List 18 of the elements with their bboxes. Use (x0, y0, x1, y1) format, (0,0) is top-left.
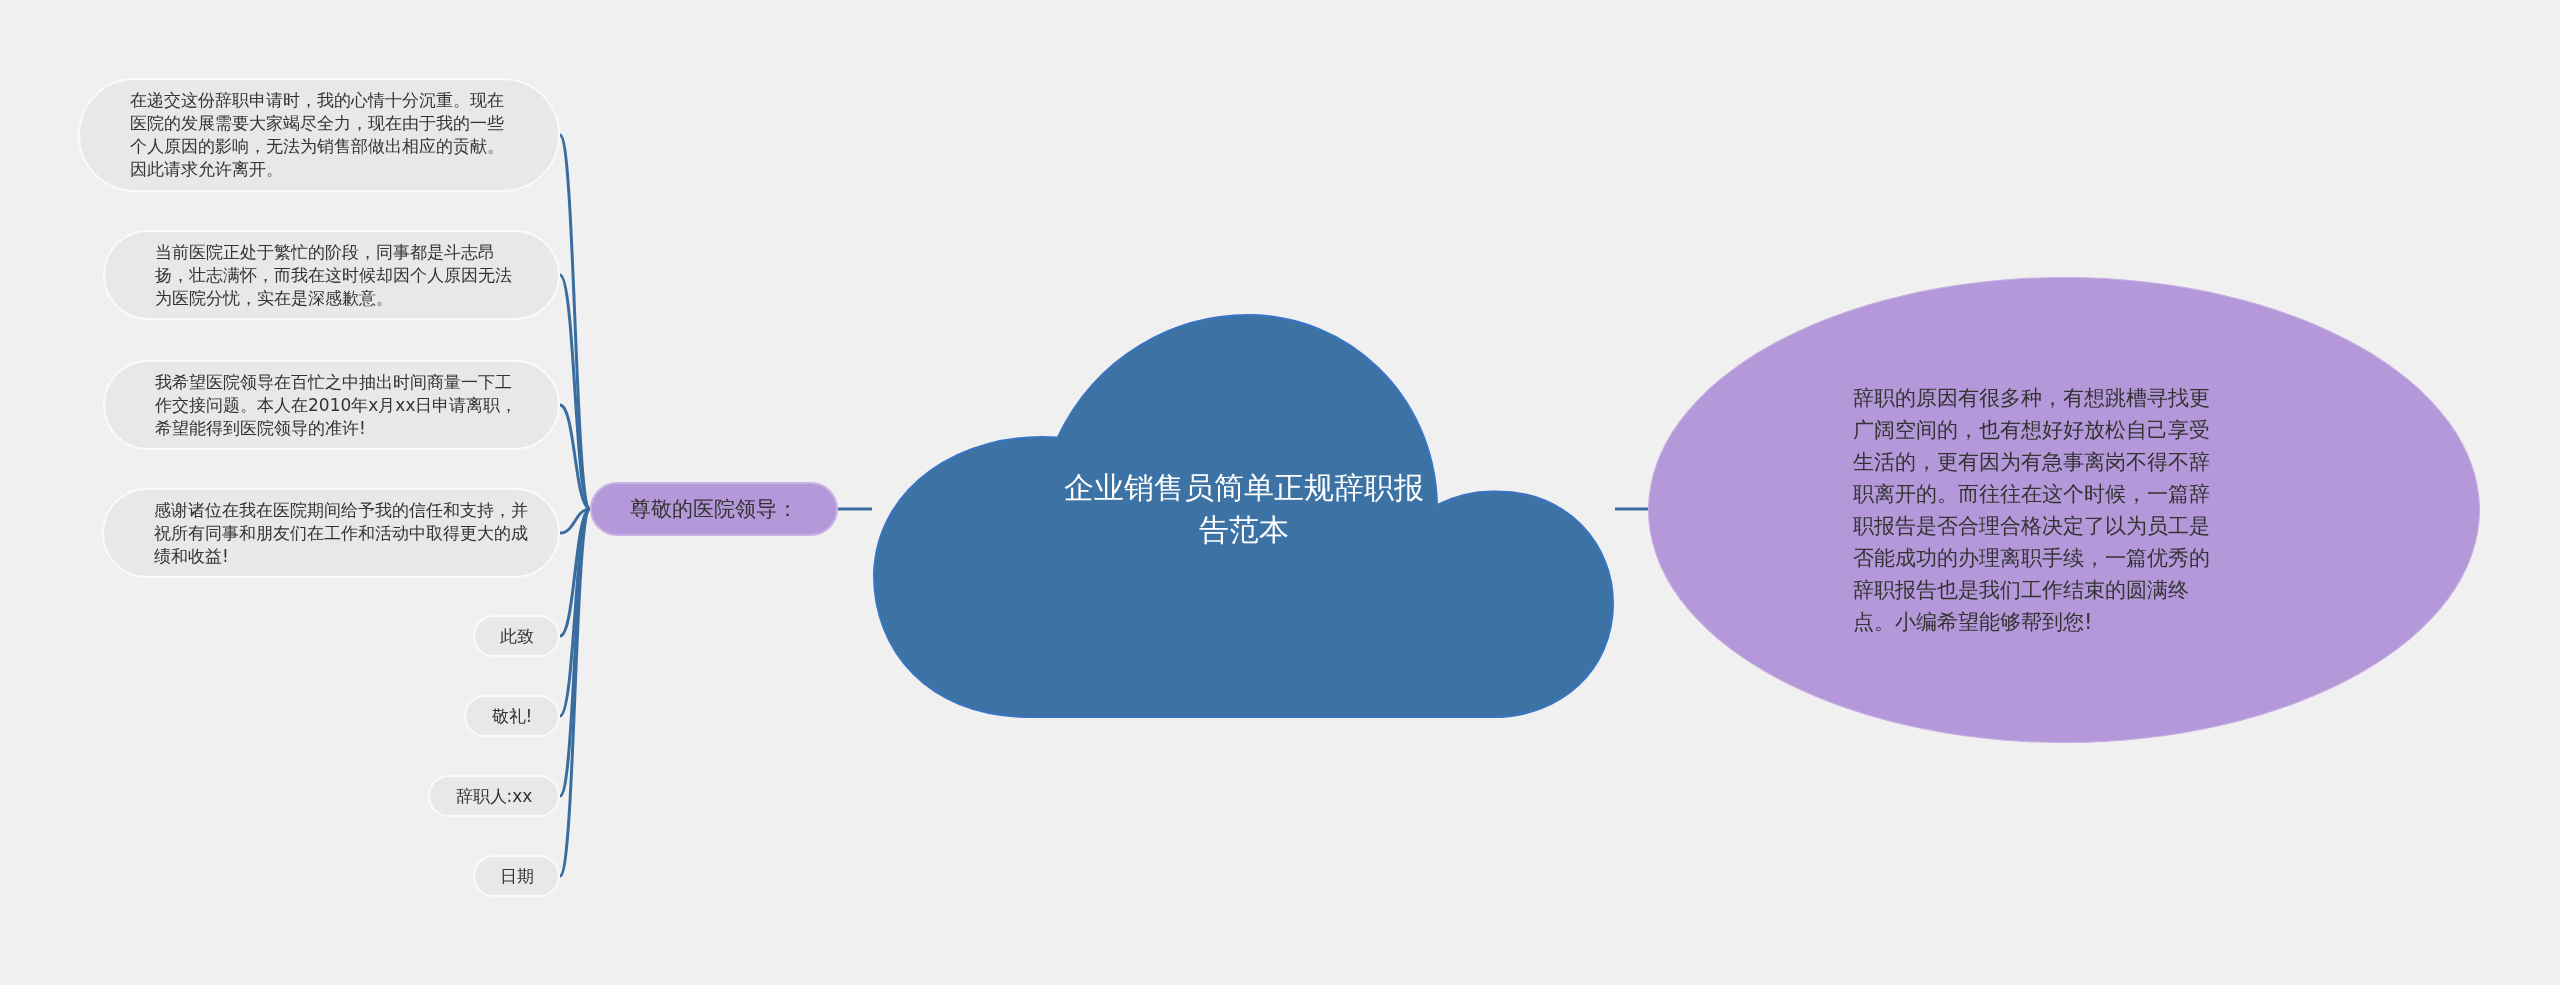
topic-text: 此致 (499, 624, 534, 648)
topic-text: 敬礼! (491, 704, 533, 728)
topic-text: 我希望医院领导在百忙之中抽出时间商量一下工作交接问题。本人在2010年x月xx日申请离职，希望能得到医院领导的准许! (155, 370, 519, 440)
branch-text: 尊敬的医院领导： (630, 496, 798, 523)
topic-title: 企业销售员简单正规辞职报告范本 (1062, 469, 1425, 549)
branch-pill (590, 482, 838, 536)
topic-bubble (464, 695, 560, 737)
topic-text: 日期 (499, 864, 534, 888)
summary-text: 辞职的原因有很多种，有想跳槽寻找更广阔空间的，也有想好好放松自己享受生活的，更有因为有急事离岗不得不辞职离开的。而往往在这个时候，一篇辞职报告是否合理合格决定了以为员工是否能成功的办理离职手续，一篇优秀的辞职报告也是我们工作结束的圆满终点。小编希望能够帮到您! (1853, 385, 2211, 636)
connector-line (1615, 507, 1648, 511)
topic-bubble (473, 615, 560, 657)
connector-line (838, 507, 872, 511)
topic-text: 感谢诸位在我在医院期间给予我的信任和支持，并祝所有同事和朋友们在工作和活动中取得更大的成绩和收益! (154, 498, 528, 568)
topic-text: 当前医院正处于繁忙的阶段，同事都是斗志昂扬，壮志满怀，而我在这时候却因个人原因无法为医院分忧，实在是深感歉意。 (155, 240, 513, 310)
topic-bubble (428, 775, 560, 817)
topic-bubble (473, 855, 560, 897)
topic-text: 辞职人:xx (455, 784, 533, 808)
topic-text: 在递交这份辞职申请时，我的心情十分沉重。现在医院的发展需要大家竭尽全力，现在由于我的一些个人原因的影响，无法为销售部做出相应的贡献。因此请求允许离开。 (130, 89, 505, 181)
